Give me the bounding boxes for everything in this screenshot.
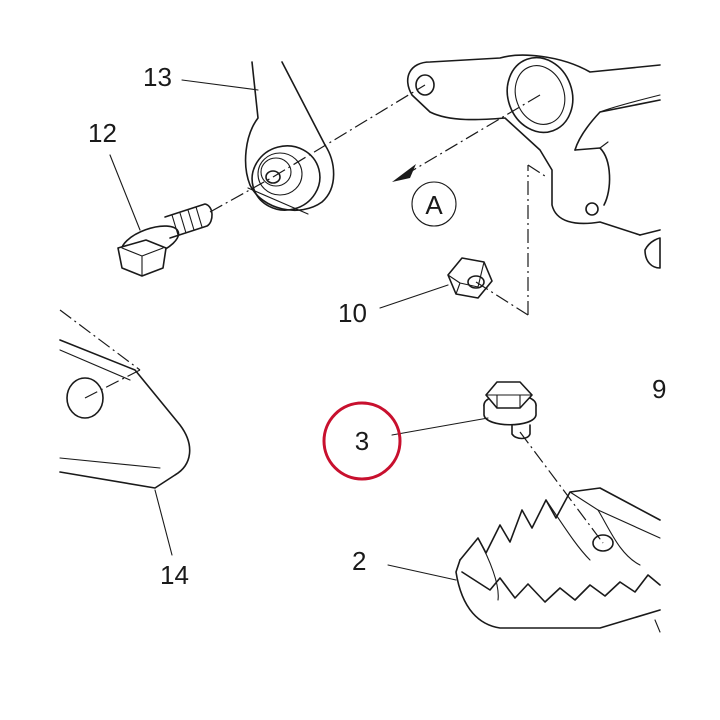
part-10-hex-nut — [447, 257, 493, 299]
part-14-plate — [59, 339, 191, 489]
part-2-footpeg — [455, 487, 661, 633]
label-part-13: 13 — [143, 62, 172, 92]
label-part-3: 3 — [355, 426, 369, 456]
part-3-bolt — [483, 381, 537, 440]
label-part-10: 10 — [338, 298, 367, 328]
label-part-9: 9 — [652, 374, 666, 404]
leader-lines — [109, 79, 489, 581]
highlight-circle — [322, 401, 402, 481]
label-part-12: 12 — [88, 118, 117, 148]
view-a-label: A — [425, 190, 443, 220]
direction-arrow-head — [392, 164, 416, 182]
part-13-link-rod — [244, 61, 335, 215]
frame-bracket — [406, 54, 661, 269]
label-part-14: 14 — [160, 560, 189, 590]
alignment-lines — [59, 84, 604, 544]
view-a-callout: A — [411, 181, 457, 227]
part-12-flange-bolt — [117, 203, 213, 277]
label-part-2: 2 — [352, 546, 366, 576]
